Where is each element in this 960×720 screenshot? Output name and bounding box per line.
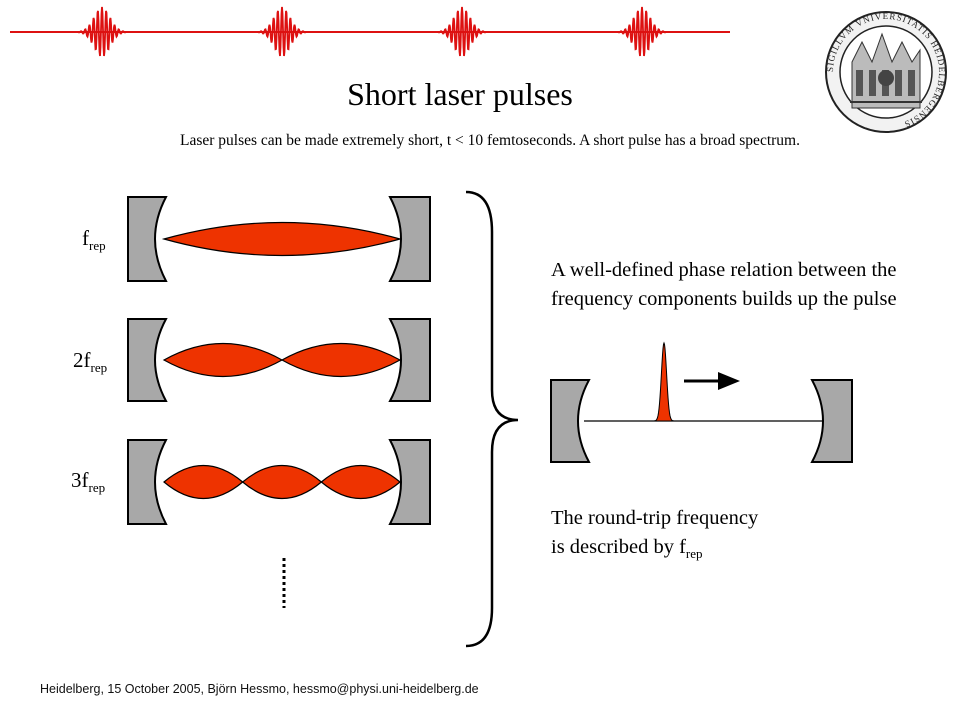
pulse-4 [617,6,667,57]
university-seal: SIGILLVM VNIVERSITATIS HEIDELBERGENSIS [825,11,947,133]
cavity-mode-1 [127,196,431,282]
antinode-2-2 [280,342,402,378]
footer-credit: Heidelberg, 15 October 2005, Björn Hessm… [40,682,479,696]
pulse-3 [437,6,487,57]
antinode-1-1 [161,221,403,257]
round-trip-text: The round-trip frequency is described by… [551,507,759,561]
seal-arch-4 [895,70,902,96]
seal-arch-5 [908,70,915,96]
pulse-2 [257,6,307,57]
seal-arch-1 [856,70,863,96]
left-mirror-3 [127,439,168,525]
phase-relation-text: A well-defined phase relation between th… [551,259,897,310]
right-mirror-2 [388,318,431,402]
pulse-train [10,6,730,57]
right-mirror-3 [388,439,431,525]
cavity-mode-3 [127,439,431,525]
seal-arch-2 [869,70,876,96]
page-title: Short laser pulses [347,76,573,112]
mode-label-3: 3frep [71,468,106,495]
antinode-3-1 [163,464,244,500]
pulse-1 [77,6,127,57]
antinode-2-1 [162,342,284,378]
antinode-3-2 [241,464,323,500]
right-mirror-1 [388,196,431,282]
cavity-mode-2 [127,318,431,402]
left-mirror-2 [127,318,168,402]
short-pulse [650,341,678,422]
direction-arrow-head [718,372,740,390]
seal-figure [878,70,894,86]
left-mirror-1 [127,196,168,282]
mode-label-1: frep [82,226,106,253]
pulse-cavity-right-mirror [810,379,853,463]
standing-wave-cavities [127,196,431,525]
pulse-cavity-left-mirror [550,379,591,463]
pulse-cavity [550,341,853,463]
mode-label-2: 2frep [73,348,108,375]
page-subtitle: Laser pulses can be made extremely short… [180,132,800,149]
right-brace [465,190,519,648]
antinode-3-3 [320,464,401,500]
